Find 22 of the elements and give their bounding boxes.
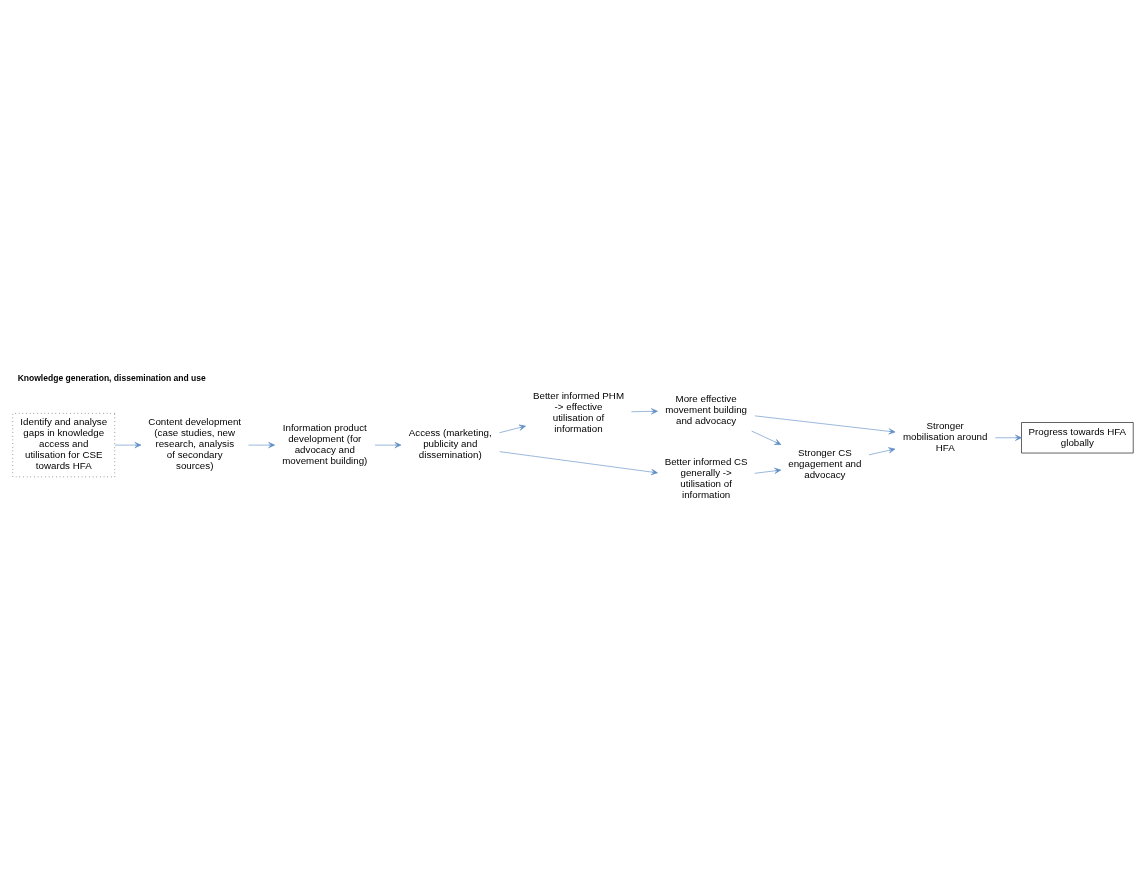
node-text: Stronger mobilisation around HFA	[902, 419, 988, 453]
arrow	[374, 441, 402, 448]
arrow	[751, 430, 782, 445]
arrow	[499, 424, 526, 433]
arrow	[868, 446, 896, 455]
arrow	[995, 434, 1022, 441]
node-text: Access (marketing, publicity and dissemination)	[408, 426, 492, 460]
arrow	[248, 441, 275, 448]
arrow	[114, 441, 142, 448]
arrow	[631, 407, 658, 414]
node-text: Better informed CS generally -> utilisation of information	[664, 455, 748, 500]
node-text: Better informed PHM -> effective utilisation of information	[532, 389, 625, 434]
node-box: Identify and analyse gaps in knowledge access and utilisation for CSE towards HFA	[12, 412, 116, 477]
node-text: Information product development (for advocacy and movement building)	[282, 421, 368, 466]
node-text: Stronger CS engagement and advocacy	[788, 446, 862, 480]
node-box: Progress towards HFA globally	[1021, 421, 1134, 453]
diagram-title: Knowledge generation, dissemination and use	[17, 372, 206, 383]
node-text: Content development (case studies, new research, analysis of secondary sources)	[148, 415, 242, 471]
arrow	[754, 415, 896, 434]
arrow	[499, 450, 658, 475]
arrow	[754, 467, 782, 474]
node-text: More effective movement building and advocacy	[665, 392, 748, 426]
